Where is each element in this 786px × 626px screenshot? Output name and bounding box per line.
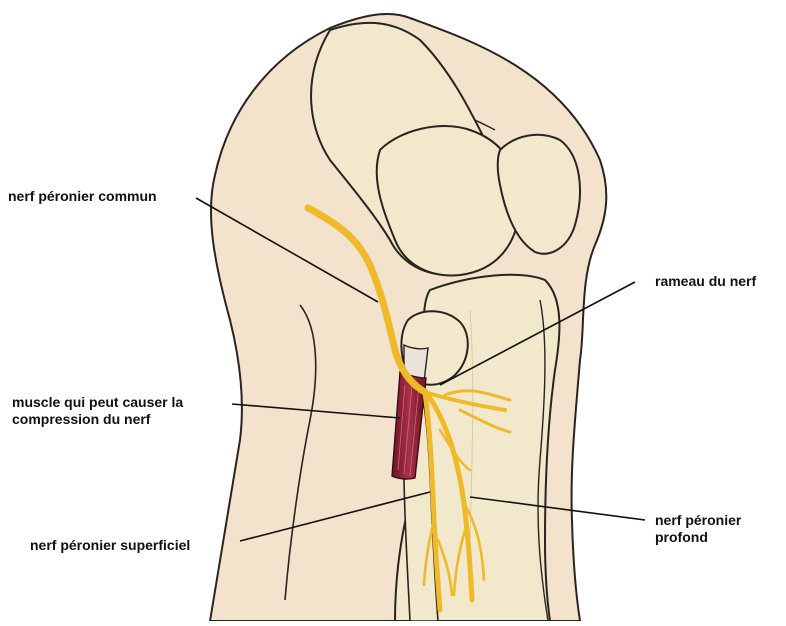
- label-superficial-peroneal-nerve: nerf péronier superficiel: [30, 537, 190, 554]
- label-branch-text: rameau du nerf: [655, 273, 756, 290]
- label-nerve-branch: rameau du nerf: [655, 273, 756, 290]
- label-superficial-text: nerf péronier superficiel: [30, 537, 190, 554]
- label-muscle-line1: muscle qui peut causer la: [12, 394, 183, 411]
- label-deep-line2: profond: [655, 529, 741, 546]
- label-deep-line1: nerf péronier: [655, 512, 741, 529]
- label-muscle-line2: compression du nerf: [12, 411, 183, 428]
- label-common-peroneal-nerve: nerf péronier commun: [8, 188, 157, 205]
- label-common-text: nerf péronier commun: [8, 188, 157, 205]
- label-deep-peroneal-nerve: nerf péronier profond: [655, 512, 741, 546]
- label-muscle: muscle qui peut causer la compression du…: [12, 394, 183, 428]
